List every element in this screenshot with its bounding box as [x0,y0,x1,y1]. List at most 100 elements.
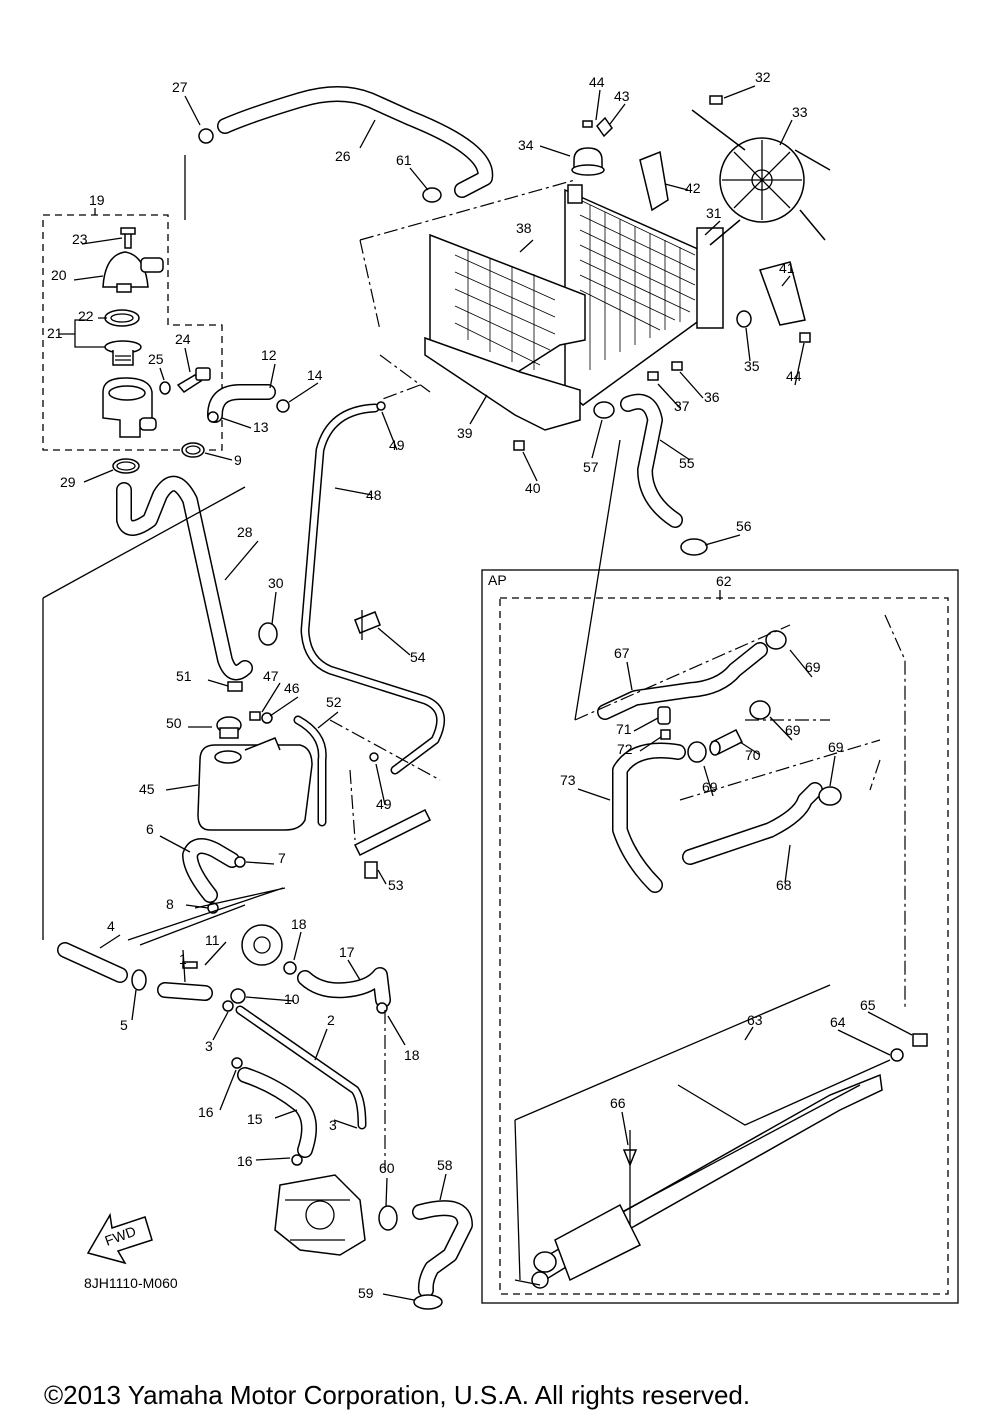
hose-clamp [422,187,442,203]
hose-clamp [181,442,205,458]
radiator [564,184,724,406]
joint-70 [709,728,744,756]
hose-clamp [112,458,140,474]
callout-65: 65 [860,997,876,1013]
callout-33: 33 [792,104,808,120]
callout-17: 17 [339,944,355,960]
callout-46: 46 [284,680,300,696]
callout-54: 54 [410,649,426,665]
callout-24: 24 [175,331,191,347]
bolt-36 [671,361,683,371]
callout-5: 5 [120,1017,128,1033]
callout-53: 53 [388,877,404,893]
callout-50: 50 [166,715,182,731]
callout-3: 3 [205,1038,213,1054]
callout-22: 22 [78,308,94,324]
callout-63: 63 [747,1012,763,1028]
hose-clip [376,401,386,411]
callout-60: 60 [379,1160,395,1176]
hose-clamp [687,741,707,763]
coolant-reservoir [197,737,313,831]
bolt-65 [912,1033,928,1047]
callout-38: 38 [516,220,532,236]
bolt-44 [582,120,593,128]
callout-14: 14 [307,367,323,383]
hose-clamp [680,538,708,556]
callout-67: 67 [614,645,630,661]
bolt-40 [513,440,525,451]
copyright-notice: ©2013 Yamaha Motor Corporation, U.S.A. A… [44,1380,751,1410]
hose-73 [612,742,686,893]
callout-56: 56 [736,518,752,534]
callout-41: 41 [779,260,795,276]
callout-69: 69 [785,722,801,738]
callout-72: 72 [617,741,633,757]
bolt-37 [647,371,659,381]
callout-73: 73 [560,772,576,788]
bracket-41 [759,261,806,326]
callout-45: 45 [139,781,155,797]
callout-52: 52 [326,694,342,710]
callout-35: 35 [744,358,760,374]
callout-23: 23 [72,231,88,247]
callout-55: 55 [679,455,695,471]
callout-48: 48 [366,487,382,503]
hose-clamp [378,1205,398,1231]
callout-69: 69 [828,739,844,755]
callout-8: 8 [166,896,174,912]
callout-10: 10 [284,991,300,1007]
hose-clamp [231,1057,243,1069]
callout-47: 47 [263,668,279,684]
callout-39: 39 [457,425,473,441]
callout-15: 15 [247,1111,263,1127]
bolt-11 [182,961,198,969]
cable-tie [353,808,432,879]
thermostat-cap [102,227,164,293]
callout-40: 40 [525,480,541,496]
fitting-71 [657,706,671,725]
callout-13: 13 [253,419,269,435]
hose-clamp [207,411,219,423]
callout-27: 27 [172,79,188,95]
callout-4: 4 [107,918,115,934]
reservoir-cap [216,716,242,739]
callout-16: 16 [198,1104,214,1120]
callout-30: 30 [268,575,284,591]
callout-7: 7 [278,850,286,866]
hose-clamp [198,128,214,144]
temperature-sensor [176,367,211,393]
callout-34: 34 [518,137,534,153]
grommet-35 [736,310,752,328]
callout-57: 57 [583,459,599,475]
callout-58: 58 [437,1157,453,1173]
breather-hose-48 [300,403,446,775]
callout-12: 12 [261,347,277,363]
callout-16: 16 [237,1153,253,1169]
hose-clamp [258,622,278,646]
hose-holder [354,610,381,640]
callout-43: 43 [614,88,630,104]
callout-51: 51 [176,668,192,684]
callout-32: 32 [755,69,771,85]
bolt-44 [799,332,811,343]
hose-clamp [222,1000,234,1012]
callout-3: 3 [329,1117,337,1133]
callout-19: 19 [89,192,105,208]
callout-labels: 1 2 3 3 4 5 6 7 8 9 10 11 12 13 14 15 16… [47,69,876,1301]
washer-46 [261,712,273,724]
callout-31: 31 [706,205,722,221]
callout-44: 44 [589,74,605,90]
hose-clamp [291,1154,303,1166]
callout-2: 2 [327,1012,335,1028]
hose-clamp [593,401,615,419]
callout-49: 49 [389,437,405,453]
cooling-fan [691,109,831,246]
callout-66: 66 [610,1095,626,1111]
ap-label: AP [488,572,507,588]
clip-43 [596,116,613,138]
diagram-code: 8JH1110-M060 [84,1275,178,1291]
o-ring-10 [230,988,246,1004]
forward-arrow-icon: FWD [86,1212,153,1265]
hose-clamp [749,700,771,720]
